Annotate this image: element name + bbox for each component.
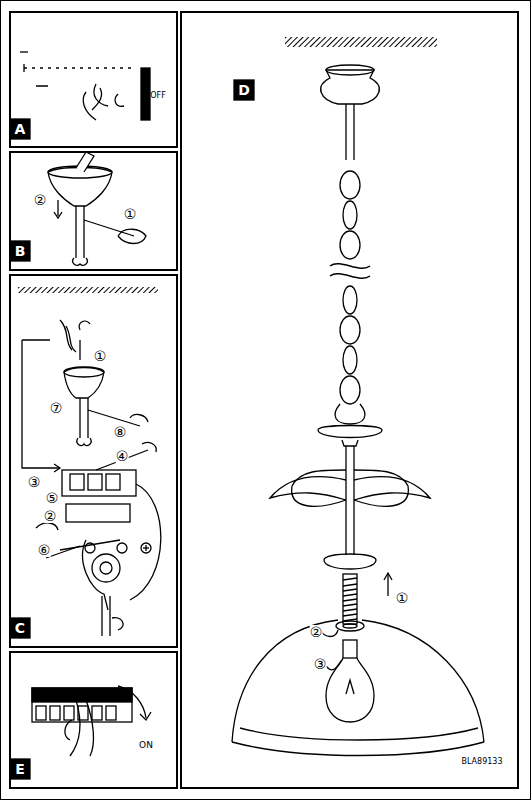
thread-stroke xyxy=(343,599,357,601)
thread-stroke xyxy=(343,614,357,616)
panel-letter: C xyxy=(15,621,25,635)
thread-stroke xyxy=(343,594,357,596)
callout-number: ② xyxy=(34,193,47,207)
callout-number: ④ xyxy=(116,449,129,463)
callout-number: ① xyxy=(396,591,409,605)
thread-stroke xyxy=(343,589,357,591)
callout-number: ⑥ xyxy=(38,543,51,557)
callout-number: ⑦ xyxy=(50,401,63,415)
callout-number: ② xyxy=(44,509,57,523)
panel-letter: B xyxy=(15,244,26,258)
panel-letter: E xyxy=(15,762,25,776)
switch-label: ON xyxy=(139,741,153,750)
callout-number: ① xyxy=(94,349,107,363)
thread-stroke xyxy=(343,609,357,611)
callout-number: ② xyxy=(310,625,323,639)
thread-stroke xyxy=(343,604,357,606)
callout-number: ③ xyxy=(28,475,41,489)
switch-label: OFF xyxy=(150,92,166,100)
panel-letter: A xyxy=(15,122,26,136)
panel-letter: D xyxy=(238,83,250,97)
model-code: BLA89133 xyxy=(461,758,502,766)
callout-number: ⑧ xyxy=(114,425,127,439)
thread-stroke xyxy=(343,619,357,621)
callout-number: ③ xyxy=(314,657,327,671)
thread-stroke xyxy=(343,584,357,586)
callout-number: ① xyxy=(124,207,137,221)
callout-number: ⑤ xyxy=(46,491,59,505)
